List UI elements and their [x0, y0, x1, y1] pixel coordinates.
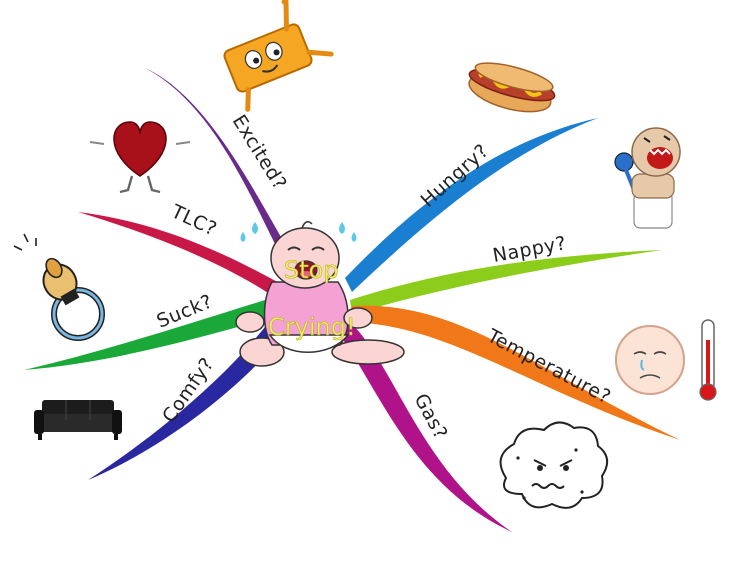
screaming-baby-icon — [614, 127, 681, 229]
pacifier-icon — [13, 233, 105, 341]
branch-label-tlc: TLC? — [167, 200, 220, 240]
branch-suck — [24, 296, 285, 370]
sick-baby-thermometer-icon — [615, 319, 717, 401]
hot-dog-icon — [468, 62, 556, 113]
sofa-icon — [34, 400, 122, 440]
center-title-line-1: Stop — [284, 256, 339, 284]
branch-comfy — [88, 318, 288, 480]
branch-gas — [336, 322, 512, 532]
branch-label-excited: Excited? — [228, 111, 291, 194]
happy-orange-character-icon — [223, 0, 334, 112]
branch-label-temperature: Temperature? — [483, 325, 615, 409]
center-title-line-2: Crying! — [268, 313, 356, 341]
branch-hungry — [345, 118, 598, 292]
heart-icon — [89, 121, 191, 194]
branch-temperature — [350, 305, 680, 440]
gas-cloud-icon — [499, 421, 609, 509]
crying-baby-icon — [235, 221, 405, 367]
